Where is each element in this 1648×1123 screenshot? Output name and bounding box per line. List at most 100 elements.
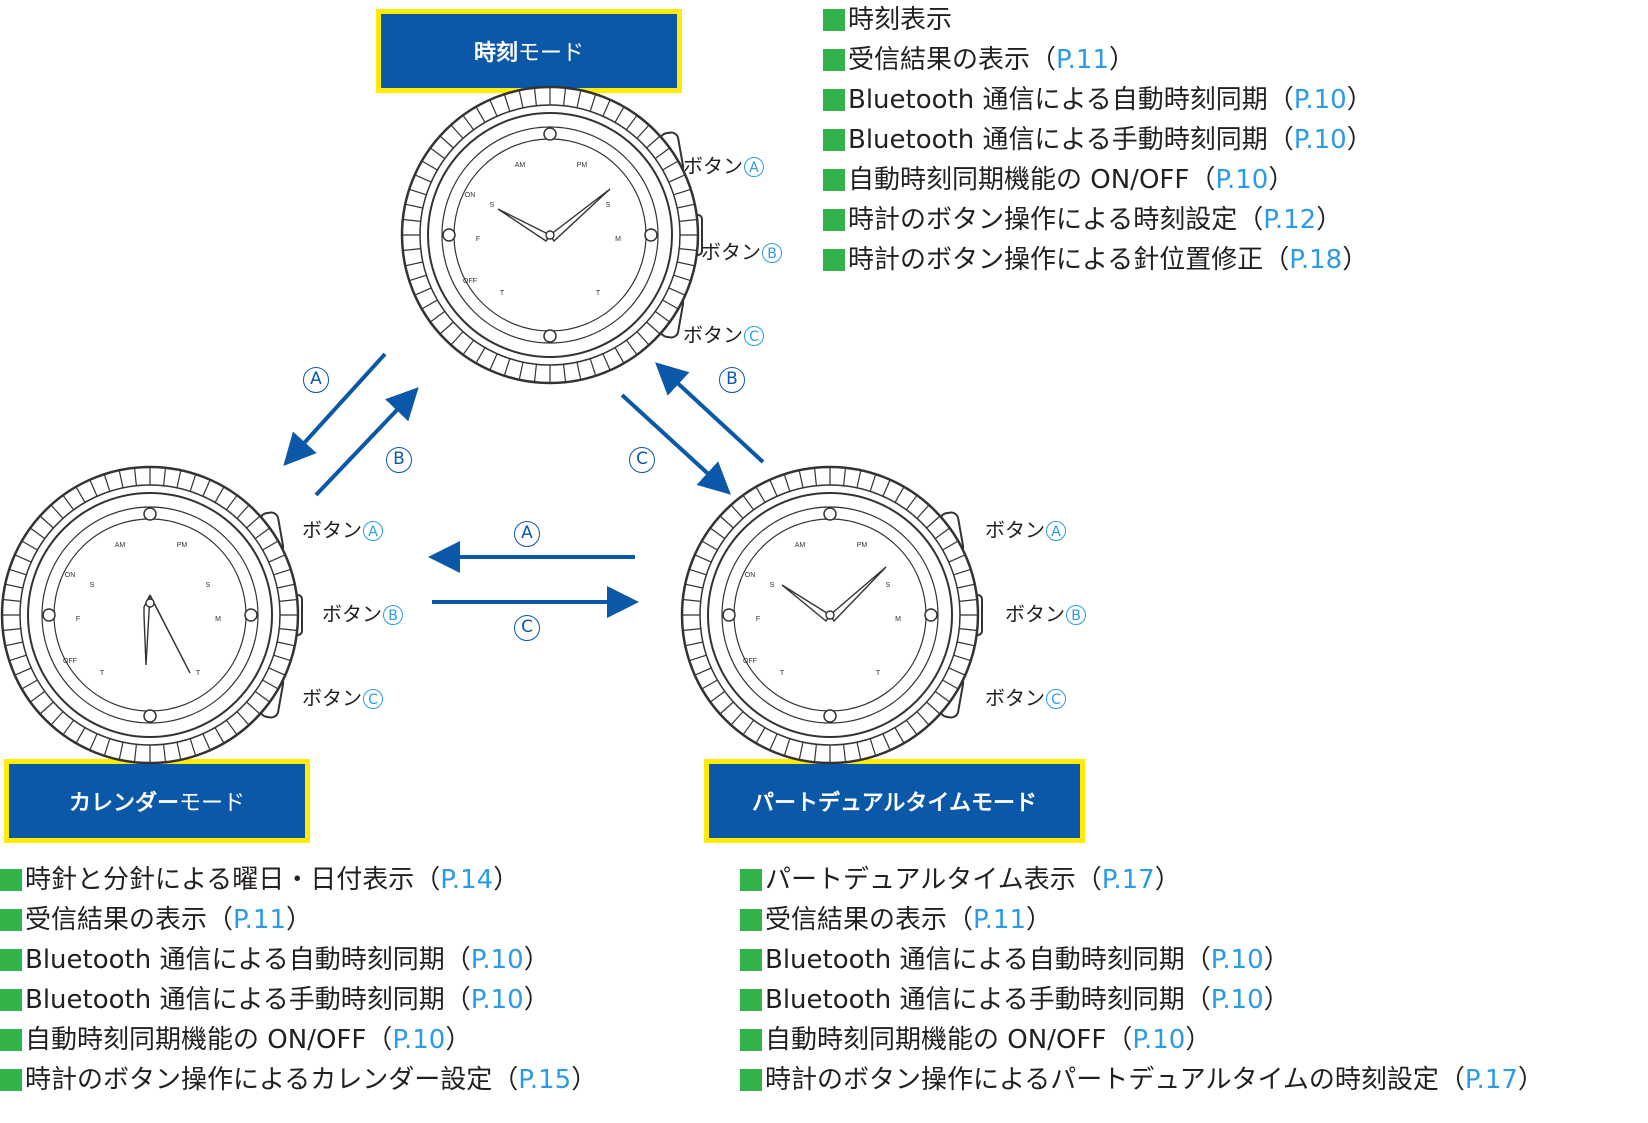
svg-text:PM: PM	[857, 542, 868, 549]
bullet-square-icon	[0, 1069, 22, 1091]
svg-text:T: T	[780, 670, 785, 677]
list-item: 自動時刻同期機能の ON/OFF（P.10）	[740, 1020, 1544, 1060]
list-item: 受信結果の表示（P.11）	[823, 40, 1373, 80]
svg-text:PM: PM	[177, 542, 188, 549]
bullet-square-icon	[740, 1069, 762, 1091]
bullet-square-icon	[0, 949, 22, 971]
svg-text:F: F	[476, 236, 480, 243]
list-item: 自動時刻同期機能の ON/OFF（P.10）	[823, 160, 1373, 200]
calendar-mode-title-bold: カレンダー	[68, 791, 179, 816]
list-item: 時刻表示	[823, 0, 1373, 40]
svg-text:M: M	[895, 616, 901, 623]
bullet-square-icon	[823, 169, 845, 191]
svg-text:F: F	[76, 616, 80, 623]
svg-text:T: T	[100, 670, 105, 677]
svg-text:T: T	[596, 290, 601, 297]
arrow-label-b: B	[719, 367, 745, 393]
calendar-mode-watch: AM PM S S M F T T ON OFF	[0, 465, 303, 765]
list-item: 自動時刻同期機能の ON/OFF（P.10）	[0, 1020, 597, 1060]
list-item: 時計のボタン操作による針位置修正（P.18）	[823, 240, 1373, 280]
svg-text:M: M	[615, 236, 621, 243]
svg-text:OFF: OFF	[743, 658, 757, 665]
bullet-square-icon	[823, 9, 845, 31]
list-item: Bluetooth 通信による自動時刻同期（P.10）	[740, 940, 1544, 980]
svg-text:F: F	[756, 616, 760, 623]
svg-text:S: S	[90, 582, 95, 589]
calendar-mode-title-rest: モード	[179, 791, 246, 816]
list-item: Bluetooth 通信による手動時刻同期（P.10）	[0, 980, 597, 1020]
list-item: 時計のボタン操作によるパートデュアルタイムの時刻設定（P.17）	[740, 1060, 1544, 1100]
bullet-square-icon	[740, 869, 762, 891]
svg-text:AM: AM	[515, 162, 526, 169]
bullet-square-icon	[0, 1029, 22, 1051]
time-mode-title-rest: モード	[518, 41, 585, 66]
list-item: Bluetooth 通信による手動時刻同期（P.10）	[823, 120, 1373, 160]
time-mode-title-bold: 時刻	[473, 41, 518, 66]
dual-feature-list: パートデュアルタイム表示（P.17） 受信結果の表示（P.11） Bluetoo…	[740, 860, 1544, 1100]
list-item: 時計のボタン操作による時刻設定（P.12）	[823, 200, 1373, 240]
arrow-label-a: A	[514, 521, 540, 547]
arrow-time-to-dual	[620, 393, 731, 495]
list-item: 時計のボタン操作によるカレンダー設定（P.15）	[0, 1060, 597, 1100]
list-item: 受信結果の表示（P.11）	[740, 900, 1544, 940]
list-item: Bluetooth 通信による自動時刻同期（P.10）	[0, 940, 597, 980]
svg-text:T: T	[500, 290, 505, 297]
bullet-square-icon	[823, 129, 845, 151]
bullet-square-icon	[740, 989, 762, 1011]
bullet-square-icon	[0, 909, 22, 931]
arrow-calendar-to-time	[314, 387, 419, 497]
dual-mode-title: パートデュアルタイムモード	[704, 759, 1085, 843]
arrow-label-a: A	[303, 367, 329, 393]
svg-text:AM: AM	[795, 542, 806, 549]
time-mode-watch: AM PM S S M F T T ON OFF	[400, 85, 703, 385]
bullet-square-icon	[823, 249, 845, 271]
dual-mode-watch: AM PM S S M F T T ON OFF	[680, 465, 983, 765]
bullet-square-icon	[823, 49, 845, 71]
list-item: Bluetooth 通信による手動時刻同期（P.10）	[740, 980, 1544, 1020]
svg-text:PM: PM	[577, 162, 588, 169]
list-item: Bluetooth 通信による自動時刻同期（P.10）	[823, 80, 1373, 120]
bullet-square-icon	[740, 949, 762, 971]
list-item: 受信結果の表示（P.11）	[0, 900, 597, 940]
svg-text:OFF: OFF	[463, 278, 477, 285]
bullet-square-icon	[823, 89, 845, 111]
svg-text:ON: ON	[65, 572, 76, 579]
svg-text:ON: ON	[465, 192, 476, 199]
svg-text:OFF: OFF	[63, 658, 77, 665]
svg-text:S: S	[886, 582, 891, 589]
svg-text:AM: AM	[115, 542, 126, 549]
list-item: 時針と分針による曜日・日付表示（P.14）	[0, 860, 597, 900]
dual-mode-title-bold: パートデュアルタイムモード	[752, 791, 1037, 816]
arrow-label-c: C	[629, 447, 655, 473]
bullet-square-icon	[740, 909, 762, 931]
svg-text:T: T	[876, 670, 881, 677]
svg-text:S: S	[206, 582, 211, 589]
bullet-square-icon	[740, 1029, 762, 1051]
arrow-time-to-calendar	[283, 352, 387, 466]
svg-text:S: S	[770, 582, 775, 589]
arrow-dual-to-time	[655, 362, 765, 464]
svg-text:T: T	[196, 670, 201, 677]
svg-text:S: S	[606, 202, 611, 209]
time-mode-title: 時刻モード	[376, 9, 682, 93]
list-item: パートデュアルタイム表示（P.17）	[740, 860, 1544, 900]
arrow-label-b: B	[386, 447, 412, 473]
svg-text:M: M	[215, 616, 221, 623]
svg-text:ON: ON	[745, 572, 756, 579]
svg-text:S: S	[490, 202, 495, 209]
bullet-square-icon	[0, 989, 22, 1011]
time-feature-list: 時刻表示 受信結果の表示（P.11） Bluetooth 通信による自動時刻同期…	[823, 0, 1373, 280]
bullet-square-icon	[823, 209, 845, 231]
arrow-label-c: C	[514, 615, 540, 641]
bullet-square-icon	[0, 869, 22, 891]
